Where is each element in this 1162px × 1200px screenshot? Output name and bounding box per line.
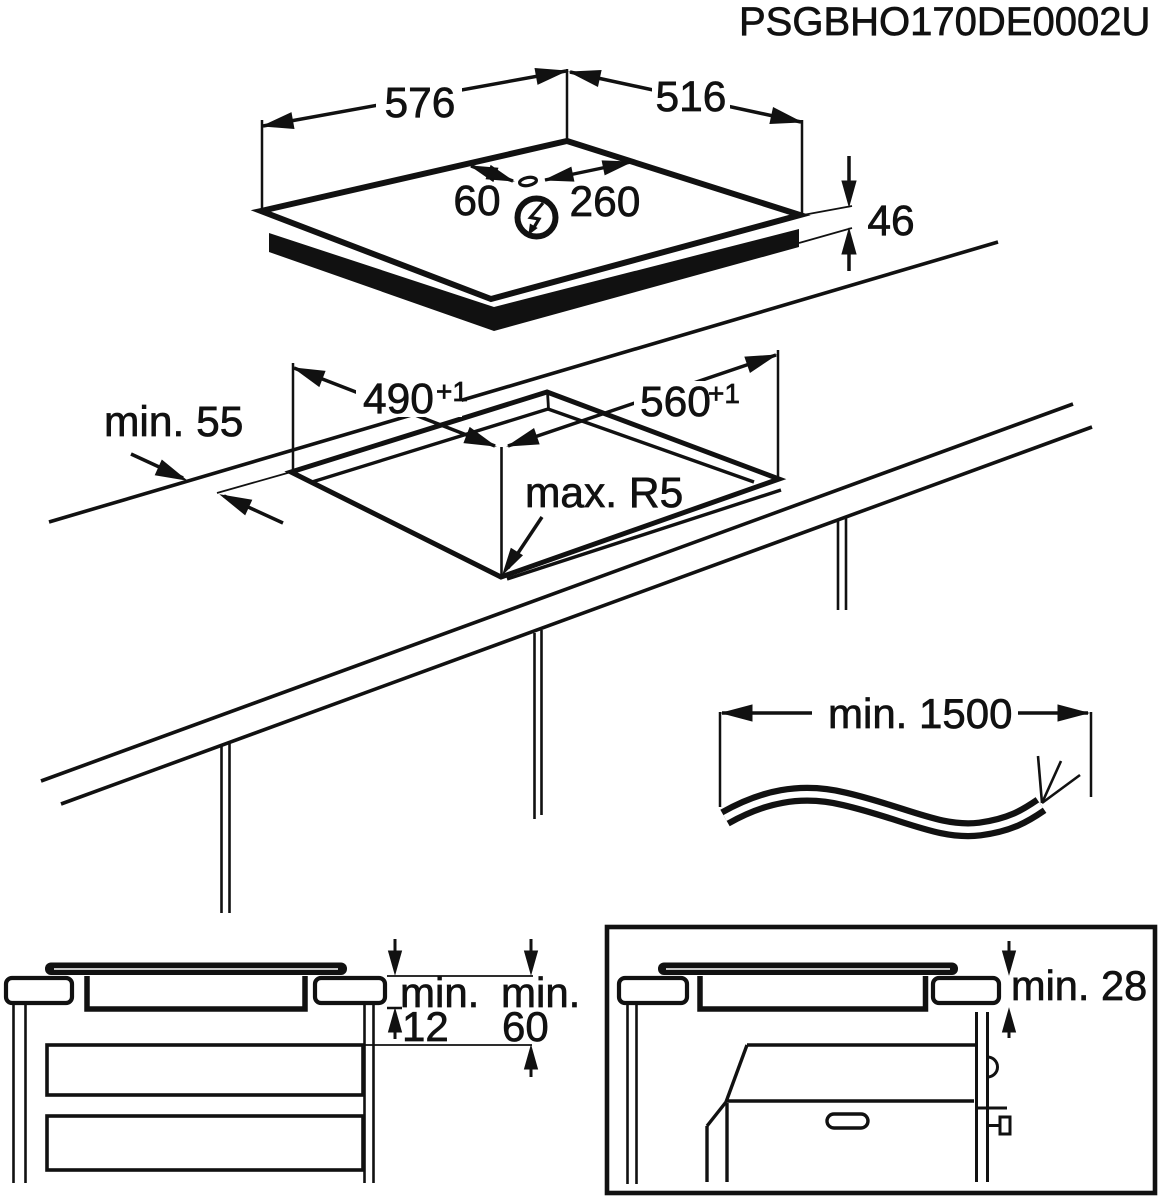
svg-text:490: 490 (363, 376, 434, 423)
svg-text:+1: +1 (708, 378, 740, 409)
svg-text:576: 576 (385, 80, 456, 127)
svg-text:PSGBHO170DE0002U: PSGBHO170DE0002U (739, 0, 1150, 44)
svg-text:516: 516 (656, 74, 727, 121)
svg-text:min.: min. (1011, 962, 1089, 1009)
svg-text:60: 60 (502, 1003, 549, 1050)
svg-text:60: 60 (453, 178, 500, 225)
svg-text:max. R5: max. R5 (525, 470, 683, 517)
svg-text:46: 46 (867, 198, 914, 245)
svg-text:560: 560 (640, 379, 711, 426)
svg-text:min. 1500: min. 1500 (828, 690, 1012, 737)
svg-text:min.: min. (501, 969, 580, 1016)
svg-text:260: 260 (570, 179, 641, 226)
svg-text:min.: min. (400, 969, 479, 1016)
svg-text:min. 55: min. 55 (104, 399, 243, 446)
svg-text:28: 28 (1101, 962, 1147, 1009)
svg-text:12: 12 (402, 1003, 449, 1050)
svg-text:+1: +1 (436, 376, 468, 407)
